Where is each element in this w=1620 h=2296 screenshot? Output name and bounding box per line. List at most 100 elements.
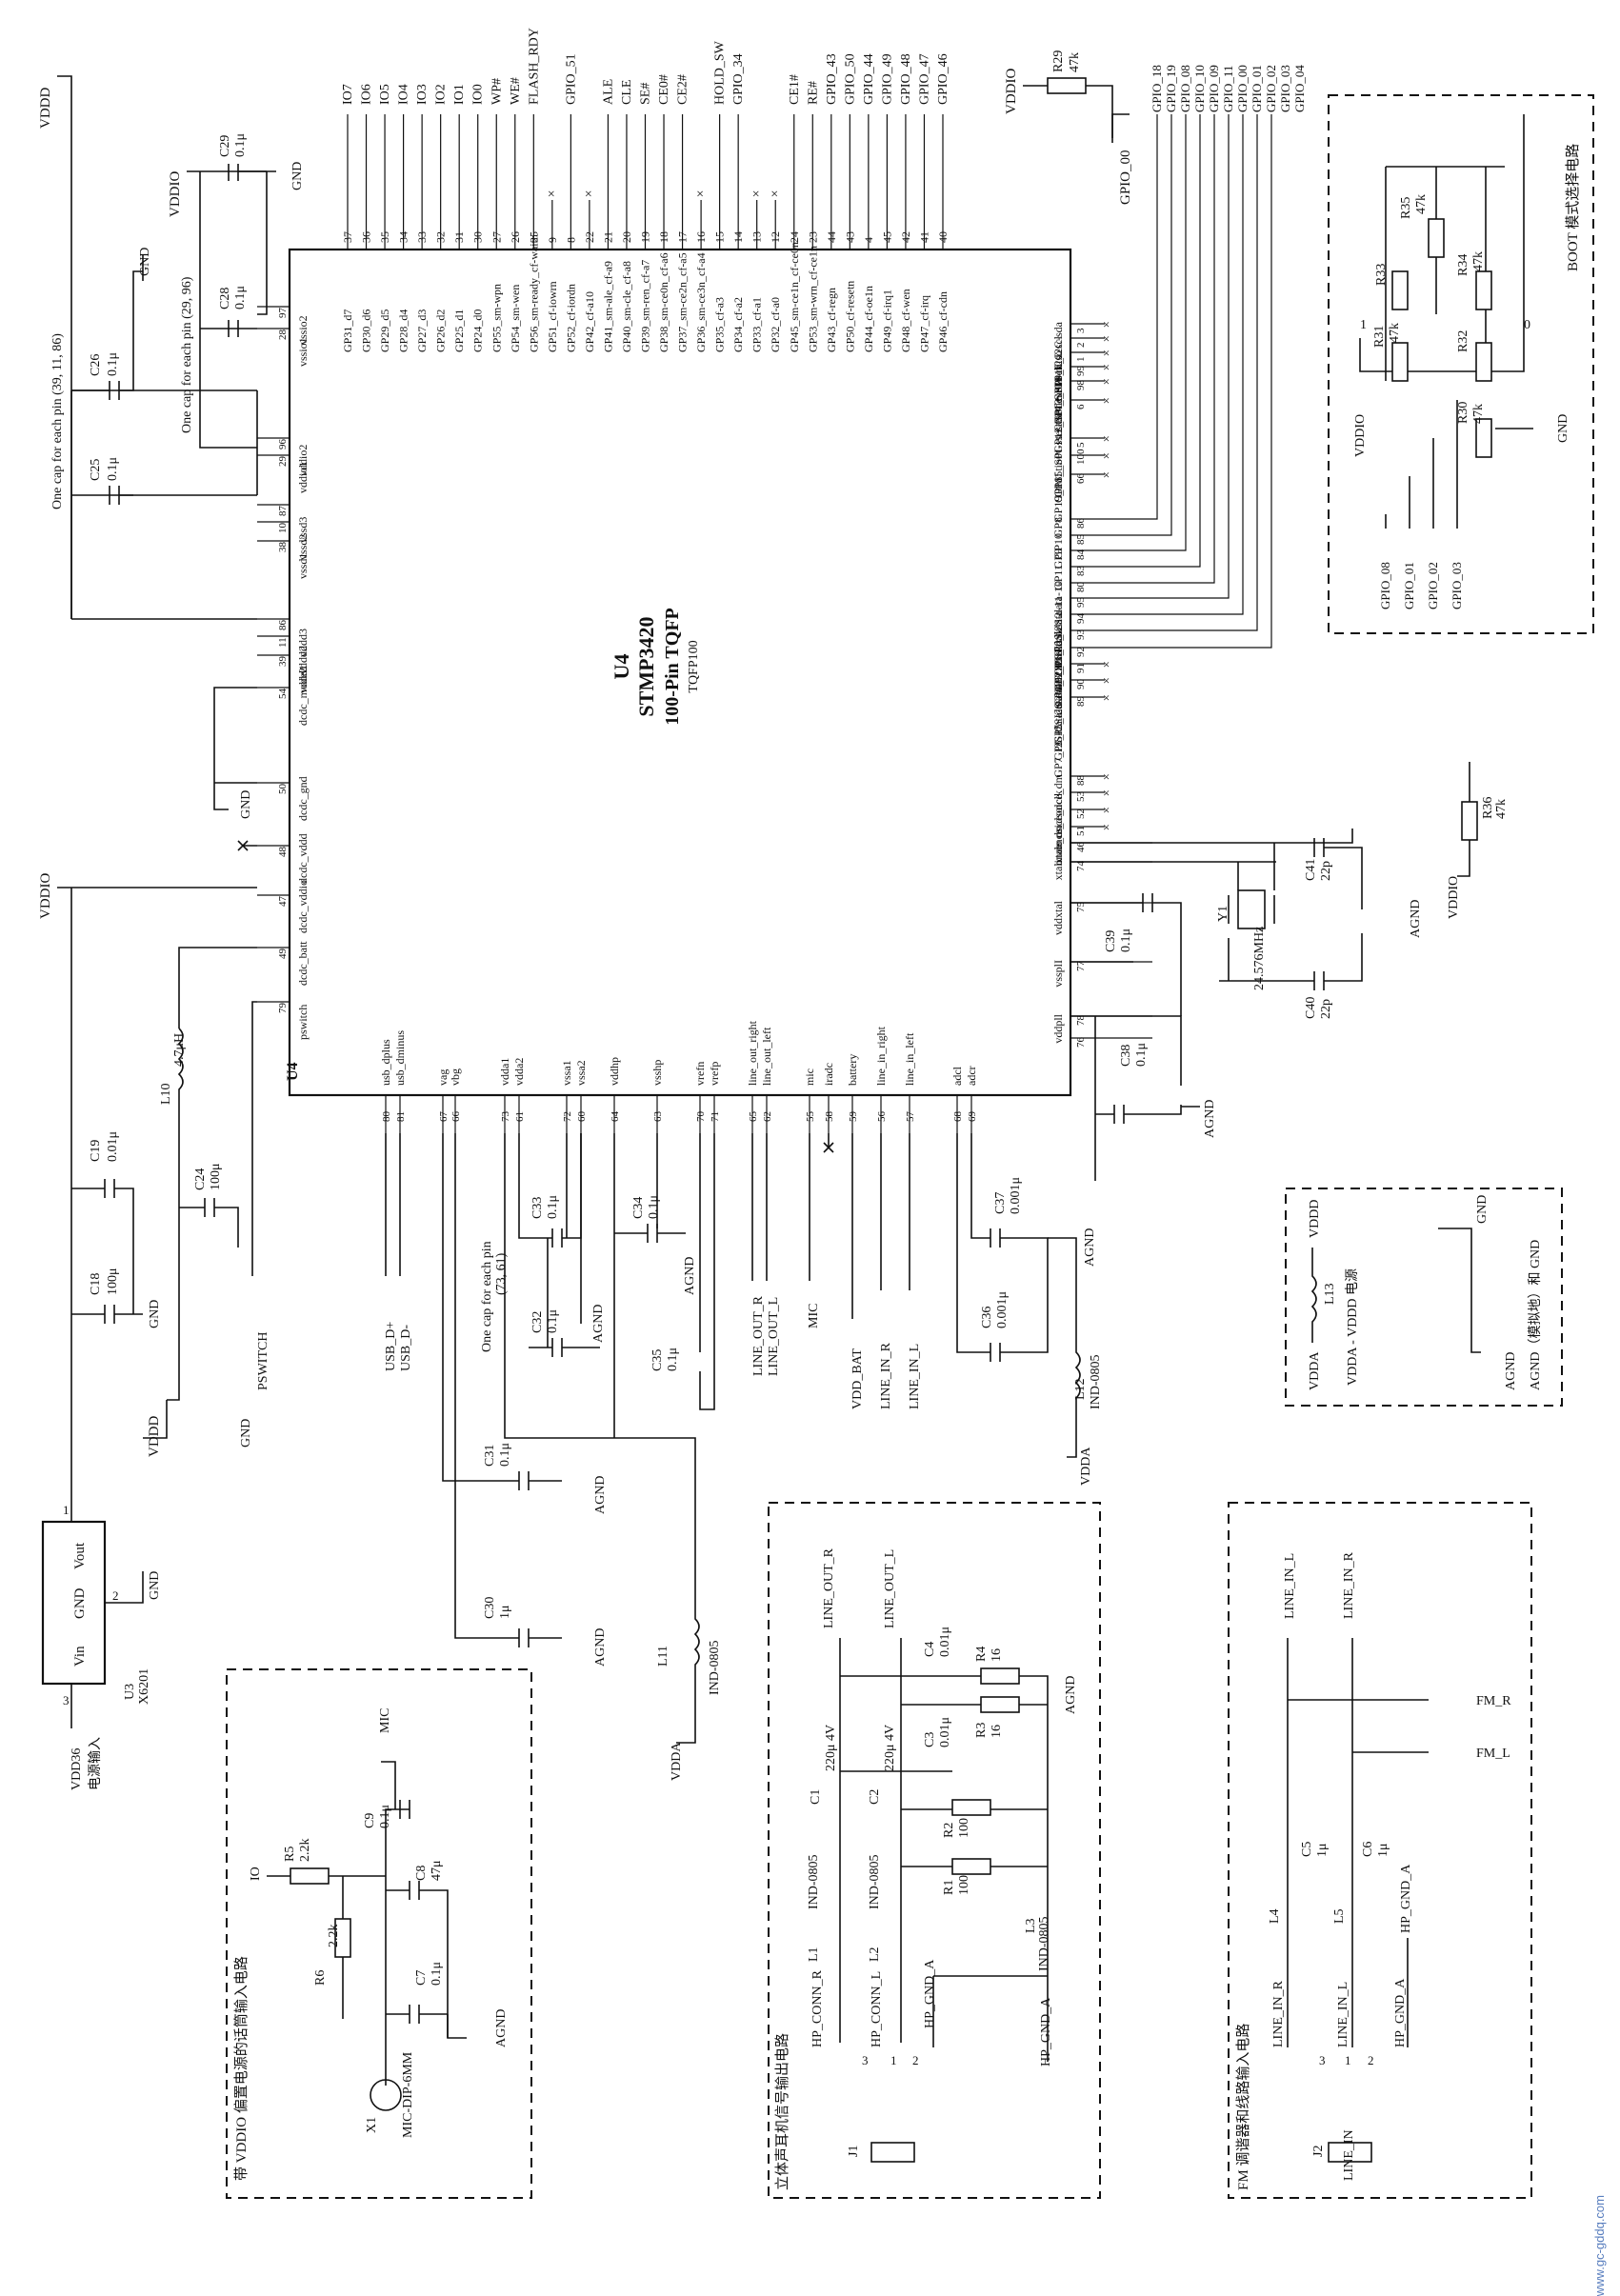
top-pin-number: 14 xyxy=(731,231,745,243)
top-pin-net: ALE xyxy=(601,79,615,105)
vdd36-label: VDD36 xyxy=(70,1748,84,1790)
agnd-label-c31: AGND xyxy=(593,1476,608,1514)
bottom-pin-name: vbg xyxy=(449,1068,462,1086)
top-pin-name: GP51_cf-iowrn xyxy=(546,281,559,352)
left-pin-name: vssio2 xyxy=(296,315,310,345)
top-pin-name: GP39_sm-ren_cf-a7 xyxy=(639,260,652,352)
c40-ref: C40 xyxy=(1304,997,1318,1019)
line-out-l-net: LINE_OUT_L xyxy=(767,1297,781,1376)
right-pin-name: GP11 xyxy=(1051,565,1065,590)
top-pin-number: 20 xyxy=(620,231,633,243)
c29-symbol xyxy=(228,164,276,181)
no-connect-mark: × xyxy=(1103,769,1110,784)
c19-ref: C19 xyxy=(89,1140,103,1162)
r30-resistor xyxy=(1475,418,1492,458)
l3-val: IND-0805 xyxy=(1037,1916,1051,1971)
fm-box xyxy=(1228,1502,1532,2199)
right-pin-number: 94 xyxy=(1075,613,1087,625)
no-connect-mark: × xyxy=(1103,657,1110,671)
r29-val: 47k xyxy=(1068,52,1082,72)
c7-ref: C7 xyxy=(414,1970,429,1986)
mic-agnd: AGND xyxy=(494,2009,509,2047)
right-pin-name: vssplI xyxy=(1051,960,1065,988)
decoupling-left-wires xyxy=(70,389,258,620)
top-pin-net: IO1 xyxy=(452,84,467,105)
chip-ref: U4 xyxy=(610,654,633,680)
line-in-l-net: LINE_IN_L xyxy=(908,1344,922,1409)
top-pin-number: 22 xyxy=(583,231,596,243)
l12-ref: L12 xyxy=(1073,1378,1088,1400)
c7-symbol xyxy=(409,2005,467,2039)
right-pin-name: GP16_I2C-scl xyxy=(1051,335,1065,401)
legend-vdda: VDDA xyxy=(1308,1351,1322,1390)
gpio-bus-wire xyxy=(1152,114,1172,536)
c29-ref: C29 xyxy=(218,135,232,157)
bottom-pin-number: 61 xyxy=(514,1111,526,1122)
top-pin-net: WP# xyxy=(490,78,504,105)
c3-val: 0.01μ xyxy=(938,1717,952,1747)
top-pin-net: GPIO_50 xyxy=(843,53,857,105)
bottom-pin-name: line_out_left xyxy=(760,1027,773,1086)
right-pin-number: 92 xyxy=(1075,647,1087,657)
top-pin-net: IO6 xyxy=(360,84,374,105)
gpio-label: GPIO_11 xyxy=(1221,66,1235,112)
top-pin-number: 23 xyxy=(806,231,819,243)
right-pin-name: GP13_SPI-miso xyxy=(1051,350,1065,425)
left-pin-number: 47 xyxy=(277,896,289,908)
left-pin-number: 97 xyxy=(277,308,289,319)
bottom-pin-number: 81 xyxy=(395,1111,407,1122)
bottom-pin-name: vsshp xyxy=(650,1060,664,1086)
r6-ref: R6 xyxy=(313,1970,328,1986)
bottom-pin-number: 68 xyxy=(952,1111,964,1123)
bottom-pin-number: 55 xyxy=(805,1111,816,1123)
y1-crystal xyxy=(1237,889,1266,929)
no-connect-mark: × xyxy=(1103,331,1110,346)
y1-ref: Y1 xyxy=(1216,906,1230,922)
vddio-dcdc-label: VDDIO xyxy=(38,873,53,919)
c26-val: 0.1μ xyxy=(106,352,120,376)
top-pin-number: 21 xyxy=(601,231,614,243)
top-pin-name: GP55_sm-wpn xyxy=(490,284,503,352)
chip-package-short: TQFP100 xyxy=(687,640,701,692)
right-pin-number: 2 xyxy=(1075,343,1087,349)
hp-conn-r: HP_CONN_R xyxy=(810,1969,825,2047)
bottom-pin-number: 73 xyxy=(500,1111,511,1123)
c40-symbol xyxy=(1219,933,1363,990)
c28-symbol xyxy=(228,320,239,337)
c6-ref: C6 xyxy=(1361,1842,1375,1857)
vddio-r29-label: VDDIO xyxy=(1004,69,1019,114)
right-pin-number: 66 xyxy=(1075,473,1087,485)
right-pin-name: vddpll xyxy=(1051,1013,1065,1043)
r3-resistor xyxy=(980,1696,1020,1713)
top-pin-name: GP29_d5 xyxy=(378,309,391,352)
left-pin-name: vddio2 xyxy=(296,445,310,476)
r1-ref: R1 xyxy=(942,1880,956,1895)
top-pin-name: GP28_d4 xyxy=(397,309,410,352)
left-pin-name: vssd1 xyxy=(296,553,310,579)
c19-symbol xyxy=(71,1179,134,1314)
mic-net: MIC xyxy=(807,1304,821,1328)
vddio-top-left-label: VDDIO xyxy=(168,171,183,217)
r6-val: 2.2k xyxy=(327,1925,341,1948)
bottom-pin-number: 72 xyxy=(562,1111,573,1122)
r33-ref: R33 xyxy=(1374,264,1389,286)
c33-val: 0.1μ xyxy=(546,1195,560,1219)
c6-val: 1μ xyxy=(1376,1843,1390,1857)
bottom-pin-name: line_out_right xyxy=(746,1020,759,1086)
agnd-label-c34: AGND xyxy=(683,1257,697,1295)
vddio-decoupling-wires xyxy=(187,170,268,449)
bottom-pin-number: 69 xyxy=(967,1111,978,1123)
top-pin-number: 32 xyxy=(434,231,448,243)
left-pin-number: 39 xyxy=(277,656,289,668)
x1-ref: X1 xyxy=(365,2117,379,2133)
top-pin-number: 42 xyxy=(899,231,912,243)
top-pin-net: HOLD_SW xyxy=(713,40,728,105)
no-connect-mark: × xyxy=(1103,786,1110,800)
right-pin-name: GP7_I2S-data-O2 xyxy=(1051,695,1065,778)
gpio-bus-wire xyxy=(1152,114,1244,615)
boot-box xyxy=(1328,94,1594,634)
vref-wires xyxy=(699,1133,715,1410)
legend-gnd: GND xyxy=(1475,1195,1490,1224)
no-connect-mark: × xyxy=(1103,690,1110,705)
